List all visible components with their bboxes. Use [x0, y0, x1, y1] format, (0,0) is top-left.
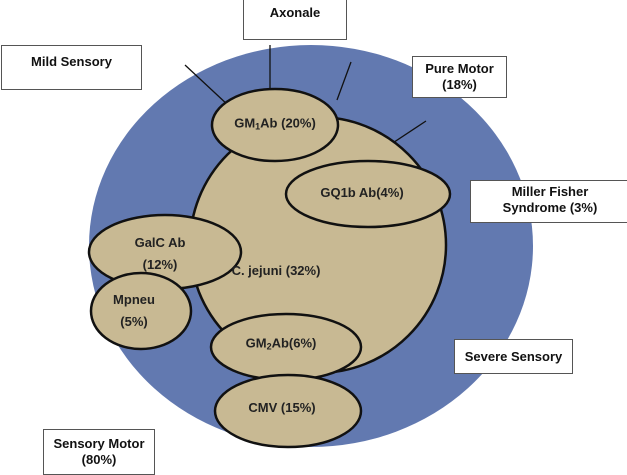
- severe-sensory-box: Severe Sensory: [454, 339, 573, 374]
- divider-line: [336, 61, 352, 101]
- miller-fisher-label: Miller Fisher: [511, 184, 589, 199]
- gm1ab-ellipse: [210, 87, 340, 163]
- divider-line: [184, 64, 230, 107]
- cmv-label: CMV (15%): [248, 400, 316, 415]
- axonale-label: Axonale: [269, 5, 321, 20]
- sensory-motor-box: Sensory Motor (80%): [43, 429, 155, 475]
- c-jejuni-label: C. jejuni (32%): [231, 263, 321, 278]
- miller-fisher-box: Miller Fisher Syndrome (3%): [470, 180, 627, 223]
- sensory-motor-label: Sensory Motor: [53, 436, 145, 451]
- gm2ab-label: GM2Ab(6%): [245, 335, 317, 352]
- mpneu-label: Mpneu (5%): [113, 292, 155, 329]
- sensory-motor-percent: (80%): [81, 452, 117, 467]
- mpneu-ellipse: [89, 271, 193, 351]
- gq1b-label: GQ1b Ab(4%): [320, 185, 404, 200]
- mild-sensory-box: Mild Sensory: [1, 45, 142, 90]
- severe-sensory-label: Severe Sensory: [464, 348, 563, 364]
- cmv-ellipse: [213, 373, 363, 449]
- gq1b-ellipse: [284, 159, 452, 229]
- mild-sensory-label: Mild Sensory: [31, 54, 112, 69]
- galc-label: GalC Ab (12%): [134, 235, 186, 272]
- miller-fisher-percent: Syndrome (3%): [502, 200, 598, 215]
- pure-motor-box: Pure Motor (18%): [412, 56, 507, 98]
- axonale-box: Axonale: [243, 0, 347, 40]
- pure-motor-label: Pure Motor: [425, 61, 494, 76]
- pure-motor-percent: (18%): [442, 77, 477, 92]
- gm1ab-label: GM1Ab (20%): [234, 115, 316, 132]
